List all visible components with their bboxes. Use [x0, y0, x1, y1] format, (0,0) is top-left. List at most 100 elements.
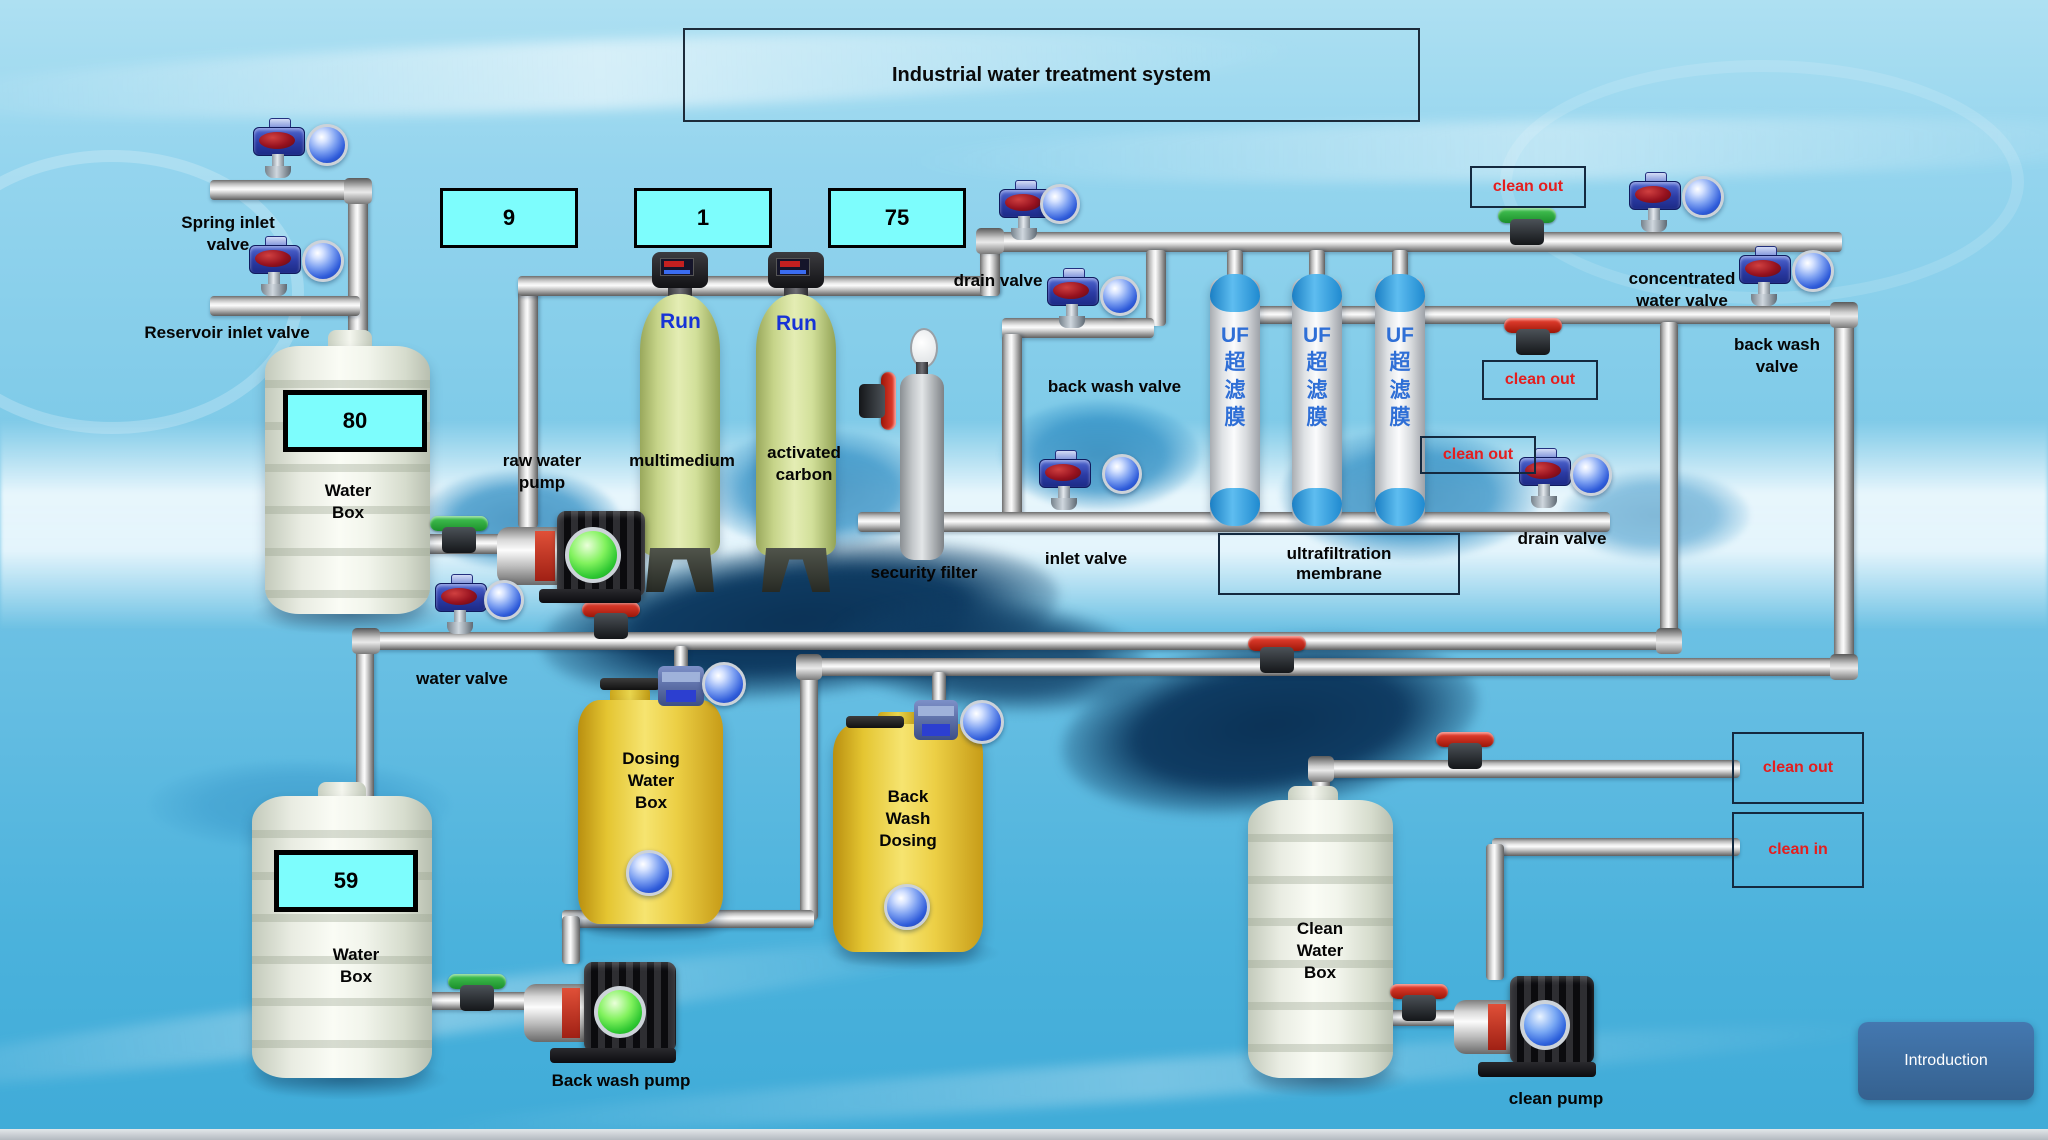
valve-body [1516, 329, 1550, 355]
clean-water-box-tank [1248, 800, 1393, 1078]
back-wash-valve-center-indicator[interactable] [1100, 276, 1140, 316]
pipe-fitting [1830, 654, 1858, 680]
dosing-pump-icon[interactable] [658, 666, 704, 706]
valve-body [594, 613, 628, 639]
clean-out-right-label: clean out [1762, 759, 1834, 776]
back-wash-valve-center-label: back wash valve [1047, 377, 1182, 396]
clean-pump-label: clean pump [1508, 1089, 1604, 1108]
water-box-bottom-tank [252, 796, 432, 1078]
water-valve-icon[interactable] [434, 574, 487, 634]
inlet-valve-icon[interactable] [1038, 450, 1091, 510]
water-box-bottom-level-value: 59 [333, 868, 359, 893]
meter-display-a[interactable]: 9 [440, 188, 578, 248]
introduction-button-label: Introduction [1904, 1052, 1988, 1069]
clean-out-low-box[interactable]: clean out [1420, 436, 1536, 474]
pipe [1002, 334, 1022, 518]
meter-display-c[interactable]: 75 [828, 188, 966, 248]
filter-head-display [775, 258, 811, 277]
filter-feet [646, 548, 714, 592]
pipe [1486, 844, 1504, 980]
reservoir-inlet-valve-label: Reservoir inlet valve [144, 323, 310, 342]
back-wash-pump-indicator[interactable] [594, 986, 646, 1038]
water-box-top-neck [328, 330, 372, 350]
clean-in-right-label: clean in [1768, 841, 1828, 858]
spring-inlet-valve-label: Spring inlet valve [181, 213, 275, 254]
back-wash-dosing-pump-icon[interactable] [914, 700, 958, 740]
water-box-top-level-display[interactable]: 80 [283, 390, 427, 452]
pipe [980, 232, 1842, 252]
pipe [518, 276, 1000, 296]
filter-stem [916, 362, 928, 376]
pipe [1834, 310, 1854, 676]
clean-out-top-box[interactable]: clean out [1470, 166, 1586, 208]
water-box-top-label: Water Box [324, 481, 372, 522]
back-wash-valve-right-indicator[interactable] [1792, 250, 1834, 292]
pump-base [1478, 1062, 1596, 1077]
water-valve-label: water valve [416, 669, 508, 688]
back-wash-valve-right-icon[interactable] [1738, 246, 1791, 306]
clean-out-right-box[interactable]: clean out [1732, 732, 1864, 804]
security-filter-label: security filter [870, 563, 978, 582]
valve-body [859, 384, 885, 418]
dosing-box-cap [600, 678, 660, 690]
clean-out-top-label: clean out [1492, 178, 1564, 195]
pipe [1002, 318, 1154, 338]
clean-in-right-box[interactable]: clean in [1732, 812, 1864, 888]
water-bubble [1000, 400, 1200, 510]
back-wash-valve-center-icon[interactable] [1046, 268, 1099, 328]
valve-body [1510, 219, 1544, 245]
water-valve-indicator[interactable] [484, 580, 524, 620]
back-wash-dosing-label: Back Wash Dosing [879, 787, 937, 850]
pipe [1492, 838, 1740, 856]
dosing-pump-indicator[interactable] [702, 662, 746, 706]
raw-water-pump-label: raw water pump [502, 451, 582, 492]
inlet-valve-indicator[interactable] [1102, 454, 1142, 494]
dosing-water-box-label: Dosing Water Box [622, 749, 680, 812]
pump-band [562, 988, 580, 1038]
reservoir-inlet-valve-indicator[interactable] [302, 240, 344, 282]
clean-pump[interactable] [1452, 968, 1602, 1080]
back-wash-dosing-pump-indicator[interactable] [960, 700, 1004, 744]
drain-valve-top-label: drain valve [953, 271, 1043, 290]
clean-out-mid-label: clean out [1504, 371, 1576, 388]
concentrated-water-valve-indicator[interactable] [1682, 176, 1724, 218]
reservoir-inlet-valve-icon[interactable] [248, 236, 301, 296]
page-title: Industrial water treatment system [892, 63, 1211, 86]
water-box-bottom-level-display[interactable]: 59 [274, 850, 418, 912]
pump-base [539, 589, 641, 603]
dosing-box-indicator[interactable] [626, 850, 672, 896]
introduction-button[interactable]: Introduction [1858, 1022, 2034, 1100]
water-box-bottom-neck [318, 782, 366, 800]
water-box-bottom-label: Water Box [332, 945, 380, 986]
clean-out-mid-box[interactable]: clean out [1482, 360, 1598, 400]
pipe-fitting [1830, 302, 1858, 328]
spring-inlet-valve-icon[interactable] [252, 118, 305, 178]
meter-display-b[interactable]: 1 [634, 188, 772, 248]
valve-body [460, 985, 494, 1011]
drain-valve-right-indicator[interactable] [1570, 454, 1612, 496]
clean-pump-indicator[interactable] [1520, 1000, 1570, 1050]
meter-a-value: 9 [502, 205, 516, 230]
pipe-fitting [344, 178, 372, 204]
spring-inlet-valve-indicator[interactable] [306, 124, 348, 166]
pump-band [1488, 1004, 1506, 1050]
page-title-box: Industrial water treatment system [683, 28, 1420, 122]
clean-out-low-label: clean out [1442, 446, 1514, 463]
drain-valve-top-indicator[interactable] [1040, 184, 1080, 224]
multimedium-run-status: Run [660, 310, 701, 333]
valve-body [1448, 743, 1482, 769]
concentrated-water-valve-icon[interactable] [1628, 172, 1681, 232]
back-wash-pump[interactable] [520, 952, 690, 1067]
pump-base [550, 1048, 676, 1063]
pipe [356, 640, 374, 802]
pipe [356, 632, 1678, 650]
drain-valve-right-label: drain valve [1517, 529, 1607, 548]
back-wash-dosing-indicator[interactable] [884, 884, 930, 930]
raw-water-pump-indicator[interactable] [565, 527, 621, 583]
pipe-fitting [1308, 756, 1334, 782]
pipe-fitting [796, 654, 822, 680]
